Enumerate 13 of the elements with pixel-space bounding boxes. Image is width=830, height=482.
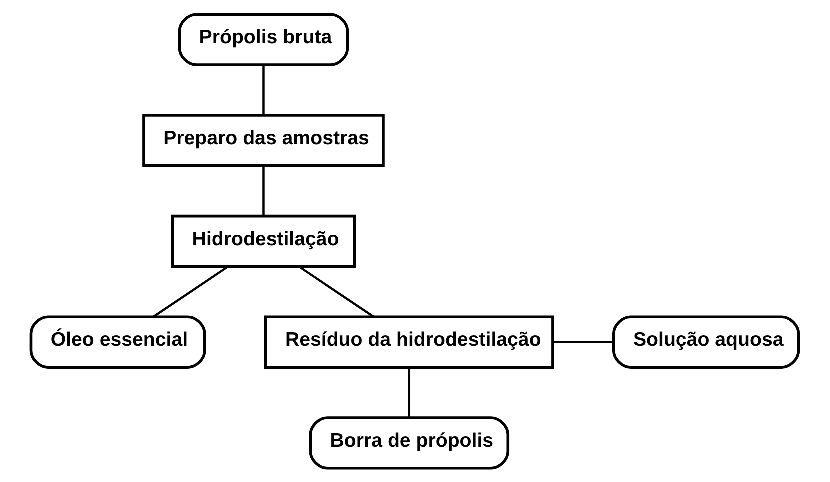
connector <box>262 64 265 115</box>
node-box: Própolis bruta <box>178 12 350 66</box>
connector <box>408 367 411 418</box>
node-box: Resíduo da hidrodestilação <box>264 315 554 368</box>
connector <box>298 265 374 318</box>
node-box: Hidrodestilação <box>171 214 356 268</box>
connector <box>153 265 229 318</box>
connector <box>262 166 265 216</box>
node-box: Óleo essencial <box>30 315 206 368</box>
node-box: Solução aquosa <box>612 315 800 368</box>
connector <box>553 340 614 343</box>
node-box: Preparo das amostras <box>142 114 385 167</box>
node-box: Borra de própolis <box>309 416 510 470</box>
